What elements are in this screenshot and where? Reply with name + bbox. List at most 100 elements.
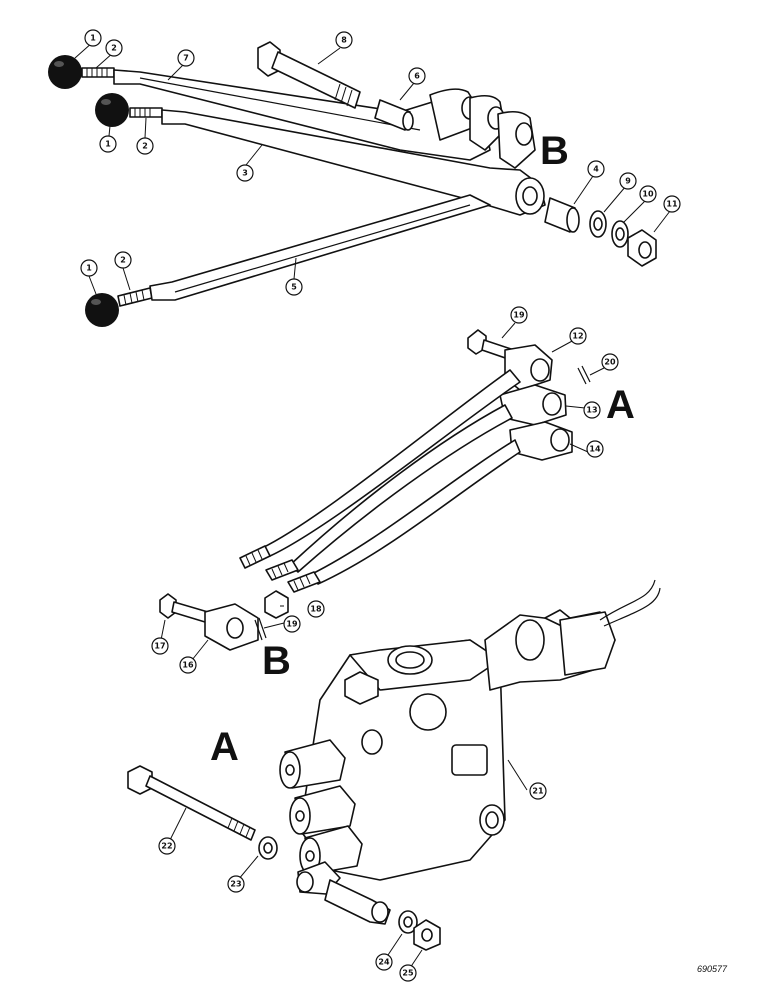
callout-10: 10 <box>639 185 657 203</box>
nut-25 <box>413 919 441 951</box>
thread-end-3 <box>287 571 321 593</box>
svg-text:18: 18 <box>310 605 322 614</box>
bushing-6 <box>374 99 414 131</box>
cotter-pin-20 <box>577 365 591 385</box>
lever-3 <box>161 109 546 216</box>
control-valve <box>279 579 661 925</box>
svg-text:23: 23 <box>230 880 241 889</box>
lever-7 <box>113 69 491 161</box>
callout-3: 3 <box>236 164 254 182</box>
valve-side-boss <box>409 693 447 731</box>
callout-6: 6 <box>408 67 426 85</box>
callout-2b: 2 <box>136 137 154 155</box>
callout-7: 7 <box>177 49 195 67</box>
label-b-bottom: B <box>262 639 291 683</box>
rod-13 <box>289 404 513 573</box>
thread-end-2 <box>265 559 299 581</box>
figure-code: 690577 <box>697 964 728 974</box>
callout-24: 24 <box>375 953 393 971</box>
callout-2a: 2 <box>105 39 123 57</box>
callout-18: 18 <box>307 600 325 618</box>
valve-hex-plug <box>344 671 379 705</box>
svg-text:19: 19 <box>513 311 525 320</box>
svg-text:25: 25 <box>402 969 414 978</box>
cotter-pin-19 <box>254 617 267 641</box>
stud-middle <box>129 107 163 118</box>
washer-23 <box>258 836 278 860</box>
svg-text:17: 17 <box>154 642 165 651</box>
valve-side-panel <box>451 744 488 776</box>
svg-text:10: 10 <box>642 190 654 199</box>
callout-22: 22 <box>158 837 176 855</box>
svg-text:8: 8 <box>341 36 347 45</box>
spool-1 <box>279 729 383 789</box>
svg-text:3: 3 <box>242 169 248 178</box>
callout-16: 16 <box>179 656 197 674</box>
svg-text:20: 20 <box>604 358 616 367</box>
callout-8a: 8 <box>335 31 353 49</box>
label-a-bottom: A <box>210 725 239 769</box>
bolt-8 <box>257 41 361 109</box>
callout-4: 4 <box>587 160 605 178</box>
svg-text:2: 2 <box>120 256 126 265</box>
svg-text:1: 1 <box>90 34 96 43</box>
knob-bottom <box>85 293 119 327</box>
svg-text:1: 1 <box>105 140 111 149</box>
callout-23: 23 <box>227 875 245 893</box>
svg-text:4: 4 <box>593 165 599 174</box>
callout-12: 12 <box>569 327 587 345</box>
callout-20: 20 <box>601 353 619 371</box>
clevis-group-b <box>159 590 289 651</box>
wire-1 <box>599 579 656 621</box>
callout-17: 17 <box>151 637 169 655</box>
rod-14 <box>309 439 521 585</box>
nut-11 <box>627 229 657 267</box>
callout-13: 13 <box>583 401 601 419</box>
linkage-rods <box>239 329 591 593</box>
lever-assembly-upper <box>48 41 657 327</box>
nut-18 <box>264 590 289 619</box>
stud-top <box>81 67 115 78</box>
callout-19a: 19 <box>510 306 528 324</box>
svg-text:1: 1 <box>86 264 92 273</box>
svg-text:19: 19 <box>286 620 298 629</box>
knob-top <box>48 55 82 89</box>
wire-2 <box>603 587 661 627</box>
callout-9: 9 <box>619 172 637 190</box>
svg-text:16: 16 <box>182 661 194 670</box>
stud-bottom <box>117 287 153 307</box>
svg-text:2: 2 <box>142 142 148 151</box>
bracket-bore-3 <box>515 122 533 146</box>
svg-text:9: 9 <box>625 177 631 186</box>
svg-text:12: 12 <box>572 332 583 341</box>
washer-24 <box>398 910 418 934</box>
callout-11: 11 <box>663 195 681 213</box>
callout-1c: 1 <box>80 259 98 277</box>
svg-text:11: 11 <box>666 200 678 209</box>
thread-end-1 <box>239 545 271 569</box>
svg-text:2: 2 <box>111 44 117 53</box>
svg-text:7: 7 <box>183 54 189 63</box>
svg-text:22: 22 <box>161 842 172 851</box>
spool-3 <box>299 825 363 875</box>
bolt-22 <box>127 765 256 841</box>
solenoid <box>559 611 616 676</box>
svg-text:6: 6 <box>414 72 420 81</box>
callout-21: 21 <box>529 782 547 800</box>
svg-text:14: 14 <box>589 445 601 454</box>
callout-1a: 1 <box>84 29 102 47</box>
label-b-top: B <box>540 129 569 173</box>
svg-text:24: 24 <box>378 958 390 967</box>
callout-19b: 19 <box>283 615 301 633</box>
svg-text:13: 13 <box>586 406 597 415</box>
spool-2 <box>289 785 356 835</box>
bushing-4 <box>544 197 580 233</box>
svg-text:5: 5 <box>291 283 297 292</box>
callout-25: 25 <box>399 964 417 982</box>
callout-1b: 1 <box>99 135 117 153</box>
label-a-middle: A <box>606 383 635 427</box>
callout-14: 14 <box>586 440 604 458</box>
callout-5: 5 <box>285 278 303 296</box>
